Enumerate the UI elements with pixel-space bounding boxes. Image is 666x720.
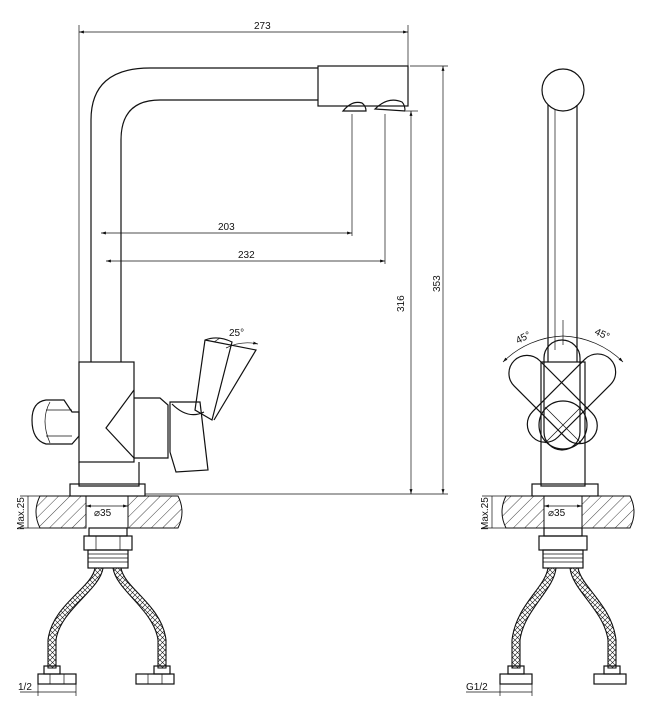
side-hose-nut-right xyxy=(593,673,627,685)
spout xyxy=(90,65,409,362)
handle-right xyxy=(526,353,617,443)
side-45-left-label: 45° xyxy=(514,330,533,347)
mounting-hardware-front xyxy=(83,527,133,569)
side-body: 45° 45° xyxy=(502,320,624,497)
spout-head-side xyxy=(541,68,585,112)
mixer-handle xyxy=(105,337,257,473)
dim-232-label: 232 xyxy=(238,250,255,261)
side-spout xyxy=(541,68,585,362)
front-dimensions: 273 203 232 316 353 25° xyxy=(16,21,448,696)
handle-center xyxy=(543,339,581,451)
front-view: ⌀35 273 xyxy=(16,21,448,696)
countertop-front: ⌀35 xyxy=(35,495,183,529)
hose-nut-left xyxy=(37,673,77,685)
dim-203-label: 203 xyxy=(218,222,235,233)
handle-hub xyxy=(538,400,588,450)
countertop-side: ⌀35 Max.25 xyxy=(480,495,635,530)
outlet-nozzle-tap xyxy=(373,99,406,112)
max-25-label: Max.25 xyxy=(16,497,27,530)
handle-left xyxy=(508,354,598,445)
dim-353-label: 353 xyxy=(432,275,443,292)
side-max-25-label: Max.25 xyxy=(480,497,491,530)
side-view: 45° 45° ⌀35 Max.25 xyxy=(466,68,635,696)
side-base-diameter-label: ⌀35 xyxy=(548,508,566,519)
side-hardware: G1/2 xyxy=(466,527,627,696)
dim-316-label: 316 xyxy=(396,295,407,312)
dim-273-label: 273 xyxy=(254,21,271,32)
side-45-right-label: 45° xyxy=(593,327,611,343)
side-filter-knob xyxy=(31,399,80,445)
thread-half-label: 1/2 xyxy=(18,682,32,693)
spout-head xyxy=(317,65,409,107)
dim-25deg-label: 25° xyxy=(229,328,244,339)
hose-nut-right xyxy=(135,673,175,685)
side-thread-label: G1/2 xyxy=(466,682,488,693)
outlet-nozzle-filtered xyxy=(341,101,367,112)
faucet-body xyxy=(31,361,146,497)
hoses-front xyxy=(37,567,175,685)
side-hose-nut-left xyxy=(499,673,533,685)
base-diameter-label: ⌀35 xyxy=(94,508,112,519)
